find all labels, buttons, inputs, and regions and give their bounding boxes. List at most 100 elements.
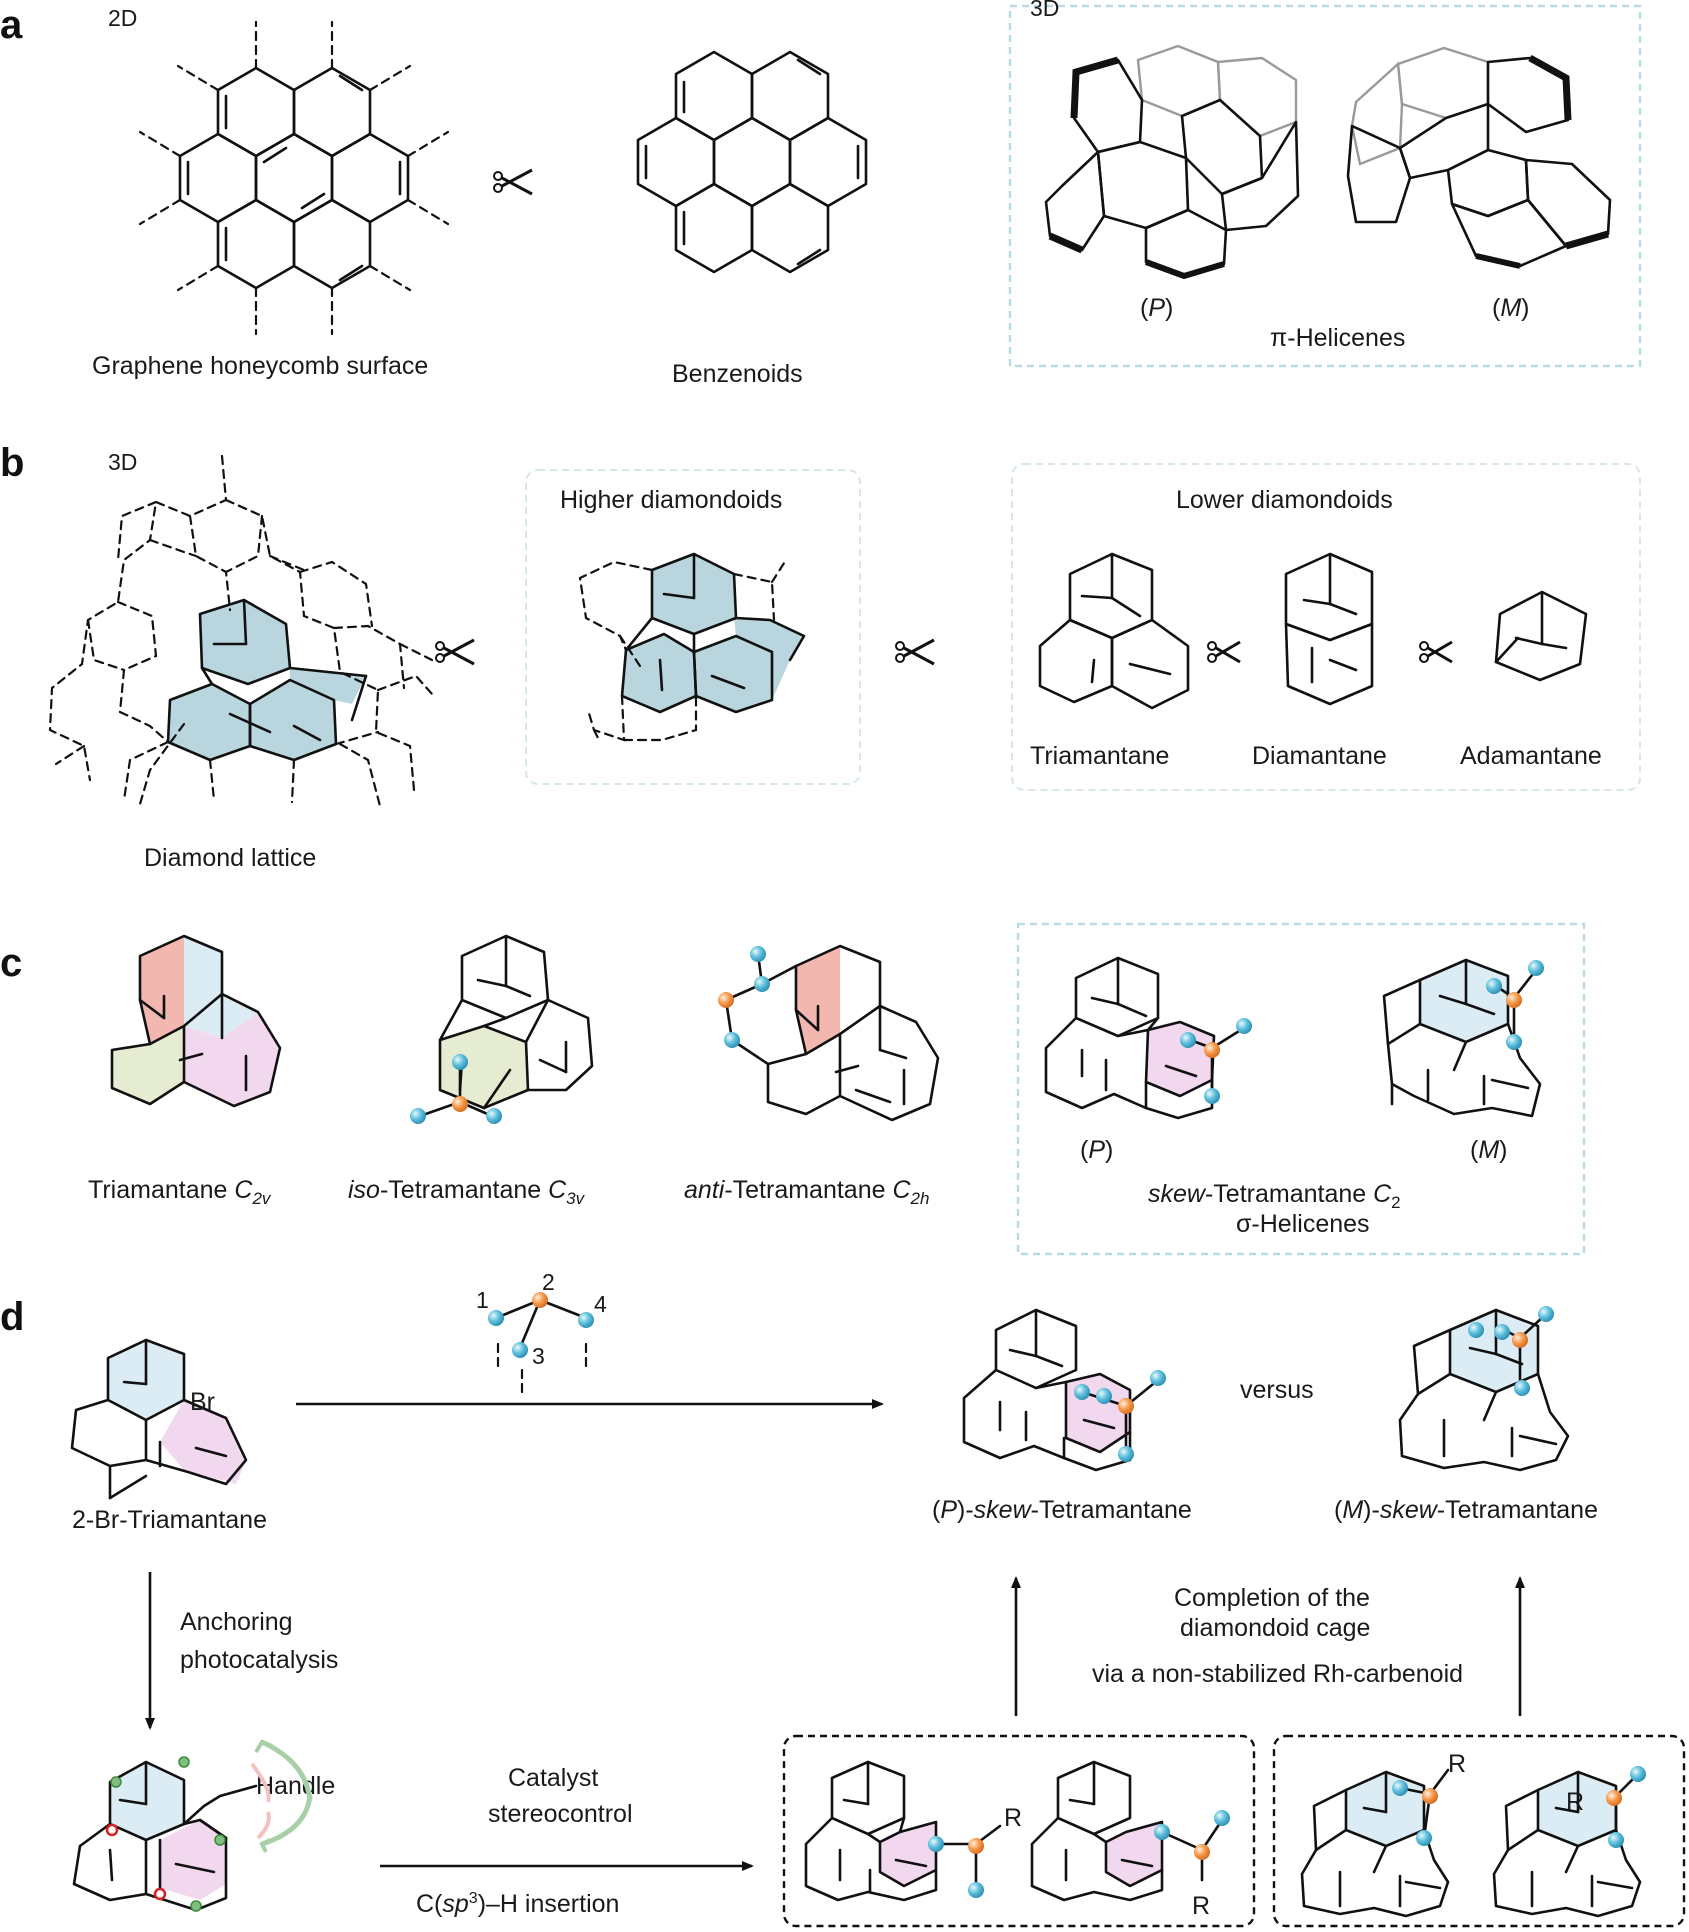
r-group-label: R [1004,1804,1022,1832]
m-intermediate-2-structure: R [1492,1766,1646,1918]
orange-atom [1204,1042,1220,1058]
p-helicene-structure [1044,44,1300,280]
anti-name: -Tetramantane [724,1176,892,1204]
scissors-icon [1207,640,1241,664]
p-intermediate-1-structure: R [804,1760,1022,1902]
orange-atom [968,1838,984,1854]
iso-name: -Tetramantane [380,1176,548,1204]
blue-atom [1214,1810,1230,1826]
blue-atom [1416,1830,1432,1846]
rotation-arrow-icon [250,1762,271,1803]
panel-d: d Br 2-Br-Triamantane [0,1269,1686,1928]
completion-label-2: diamondoid cage [1180,1614,1370,1642]
reagent-number-2: 2 [542,1269,555,1295]
blue-atom [1514,1380,1530,1396]
lower-diamondoids-box [1011,463,1641,791]
p-skew-tetramantane-structure [1044,956,1252,1120]
skew-subscript: 2 [1391,1193,1400,1212]
green-site-marker [178,1756,190,1768]
panel-b: b 3D [0,441,1641,872]
blue-atom [578,1312,594,1328]
insertion-label: C(sp3)–H insertion [416,1890,619,1918]
reagent-number-1: 1 [476,1287,489,1313]
benzenoids-label: Benzenoids [672,360,803,388]
blue-atom [1486,978,1502,994]
anchoring-label-1: Anchoring [180,1608,293,1636]
p-intermediates-box [782,1734,1256,1928]
blue-atom [968,1882,984,1898]
blue-atom [410,1108,426,1124]
scissors-icon [1419,640,1453,664]
graphene-structure [138,20,450,336]
dimension-3d-label: 3D [1030,0,1059,21]
blue-atom [1118,1446,1134,1462]
versus-label: versus [1240,1376,1314,1404]
iso-subscript: 3v [566,1189,585,1208]
catalyst-label-1: Catalyst [508,1764,598,1792]
adamantane-structure [1494,590,1588,682]
skew-name: -Tetramantane [1205,1180,1373,1208]
blue-atom [1608,1832,1624,1848]
higher-diamondoids-box [525,469,861,785]
benzenoid-structure [636,50,868,274]
panel-letter-a: a [0,3,23,47]
start-material-label: 2-Br-Triamantane [72,1506,267,1534]
iso-tetramantane-label: iso-Tetramantane C3v [348,1176,586,1208]
blue-atom [486,1108,502,1124]
helicenes-box [1008,4,1642,368]
panel-letter-b: b [0,441,24,485]
anti-tetramantane-structure [718,944,940,1122]
panel-a: a 2D [0,0,1642,388]
anti-prefix: anti [684,1176,726,1204]
blue-atom [1630,1766,1646,1782]
blue-atom [1494,1324,1510,1340]
lower-diamondoids-label: Lower diamondoids [1176,486,1393,514]
orange-atom [1512,1332,1528,1348]
p-skew-label: (P) [1080,1136,1113,1164]
orange-atom [532,1292,548,1308]
blue-atom [1096,1388,1112,1404]
adamantane-label: Adamantane [1460,742,1602,770]
r-group-label: R [1566,1788,1584,1816]
blue-atom [724,1032,740,1048]
r-group-label: R [1192,1892,1210,1920]
iso-tetramantane-structure [410,934,594,1124]
sigma-helicenes-box [1016,922,1586,1256]
m-skew-tetramantane-structure [1382,958,1544,1118]
orange-atom [1194,1844,1210,1860]
catalyst-label-2: stereocontrol [488,1800,633,1828]
blue-atom [928,1836,944,1852]
p-intermediate-2-structure: R [1030,1760,1230,1920]
p-skew-product-structure [962,1308,1166,1472]
reagent-number-4: 4 [594,1291,607,1317]
blue-atom [488,1310,504,1326]
blue-atom [754,976,770,992]
iso-prefix: iso [348,1176,380,1204]
blue-atom [1154,1824,1170,1840]
helicenes-label: π-Helicenes [1270,324,1405,352]
anchoring-label-2: photocatalysis [180,1646,338,1674]
blue-atom [1074,1384,1090,1400]
diamond-lattice-label: Diamond lattice [144,844,316,872]
reagent-number-3: 3 [532,1343,545,1369]
anchored-triamantane-structure: Handle [72,1739,335,1912]
orange-atom [1118,1398,1134,1414]
blue-atom [452,1054,468,1070]
blue-atom [1506,1034,1522,1050]
triamantane-symbol: C [234,1176,253,1204]
blue-atom [1150,1370,1166,1386]
diamantane-structure [1284,552,1374,706]
triamantane-subscript: 2v [251,1189,271,1208]
higher-diamondoid-structure [578,552,806,744]
m-helicene-label: (M) [1492,294,1529,322]
anti-symbol: C [892,1176,911,1204]
anti-tetramantane-label: anti-Tetramantane C2h [684,1176,929,1208]
m-intermediates-box [1272,1734,1686,1928]
r-group-label: R [1448,1750,1466,1778]
orange-atom [718,992,734,1008]
panel-letter-d: d [0,1295,24,1339]
triamantane-label: Triamantane [1030,742,1169,770]
diamond-lattice-structure [48,454,434,808]
sigma-helicenes-label: σ-Helicenes [1236,1210,1370,1238]
